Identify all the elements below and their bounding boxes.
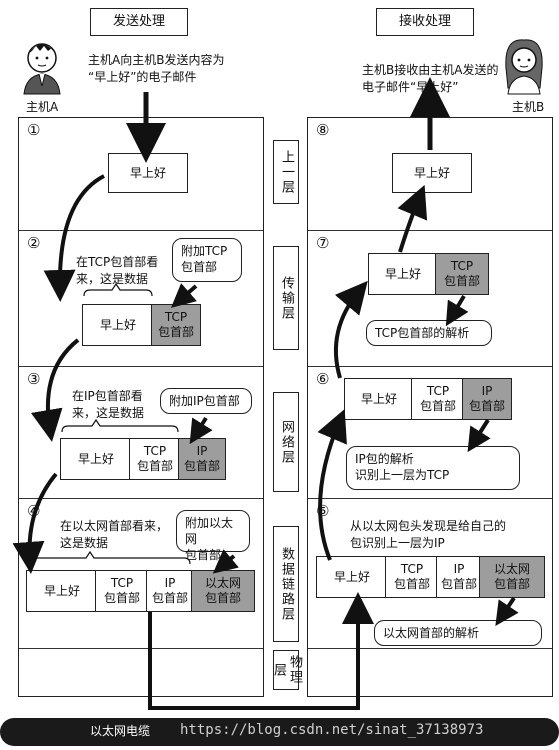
step-8: ⑧: [316, 121, 330, 139]
recv-eth-parse-bubble: 以太网首部的解析: [374, 620, 542, 646]
send-tcp-header-2: TCP 包首部: [151, 304, 201, 346]
layer-datalink: 数据链路层: [273, 526, 299, 642]
step-4: ④: [27, 502, 41, 520]
watermark: https://blog.csdn.net/sinat_37138973: [180, 722, 484, 738]
recv-ip-parse-bubble: IP包的解析 识别上一层为TCP: [346, 446, 520, 490]
recv-ip-header-6: IP 包首部: [462, 378, 512, 420]
recv-tcp-parse-bubble: TCP包首部的解析: [366, 320, 492, 346]
layer-network: 网络层: [273, 392, 299, 492]
send-data-box-4: 早上好: [26, 570, 98, 612]
step-7: ⑦: [316, 234, 330, 252]
layer-upper: 上一层: [273, 140, 299, 204]
send-ip-header-3: IP 包首部: [178, 438, 226, 480]
recv-data-box-6: 早上好: [344, 378, 414, 420]
receive-header: 接收处理: [376, 8, 474, 36]
recv-eth-view-note: 从以太网包头发现是给自己的 包识别上一层为IP: [350, 519, 507, 550]
send-tcp-header-4: TCP 包首部: [95, 570, 149, 612]
recv-data-box-5: 早上好: [316, 556, 388, 598]
send-data-box-2: 早上好: [82, 304, 154, 346]
host-b-note: 主机B接收由主机A发送的 电子邮件“早上好”: [362, 63, 499, 94]
step-2: ②: [27, 234, 41, 252]
ethernet-cable: [0, 718, 559, 746]
host-a-note: 主机A向主机B发送内容为 “早上好”的电子邮件: [88, 53, 225, 84]
send-add-ip-bubble: 附加IP包首部: [160, 388, 252, 414]
layer-physical: 物理层: [271, 650, 302, 690]
send-header: 发送处理: [90, 8, 188, 36]
recv-eth-header-5: 以太网 包首部: [479, 556, 545, 598]
layer-transport: 传输层: [273, 246, 299, 350]
recv-data-box-7: 早上好: [368, 253, 438, 295]
host-b-label: 主机B: [512, 100, 545, 114]
recv-ip-header-5: IP 包首部: [436, 556, 482, 598]
recv-tcp-header-5: TCP 包首部: [385, 556, 439, 598]
send-data-box-1: 早上好: [108, 153, 188, 193]
recv-tcp-header-6: TCP 包首部: [411, 378, 465, 420]
step-5: ⑤: [316, 502, 330, 520]
send-eth-view-note: 在以太网首部看来， 这是数据: [60, 519, 169, 550]
send-tcp-header-3: TCP 包首部: [129, 438, 181, 480]
send-eth-header-4: 以太网 包首部: [191, 570, 255, 612]
recv-data-box-8: 早上好: [392, 153, 472, 193]
step-6: ⑥: [316, 370, 330, 388]
send-ip-header-4: IP 包首部: [146, 570, 194, 612]
cable-label: 以太网电缆: [90, 724, 151, 738]
host-a-label: 主机A: [26, 100, 59, 114]
send-data-box-3: 早上好: [60, 438, 132, 480]
send-ip-view-note: 在IP包首部看 来，这是数据: [72, 389, 145, 420]
recv-tcp-header-7: TCP 包首部: [435, 253, 489, 295]
step-1: ①: [27, 121, 41, 139]
send-add-eth-bubble: 附加以太网 包首部: [176, 510, 250, 562]
step-3: ③: [27, 370, 41, 388]
send-add-tcp-bubble: 附加TCP 包首部: [172, 238, 242, 282]
send-tcp-view-note: 在TCP包首部看 来，这是数据: [76, 255, 159, 286]
